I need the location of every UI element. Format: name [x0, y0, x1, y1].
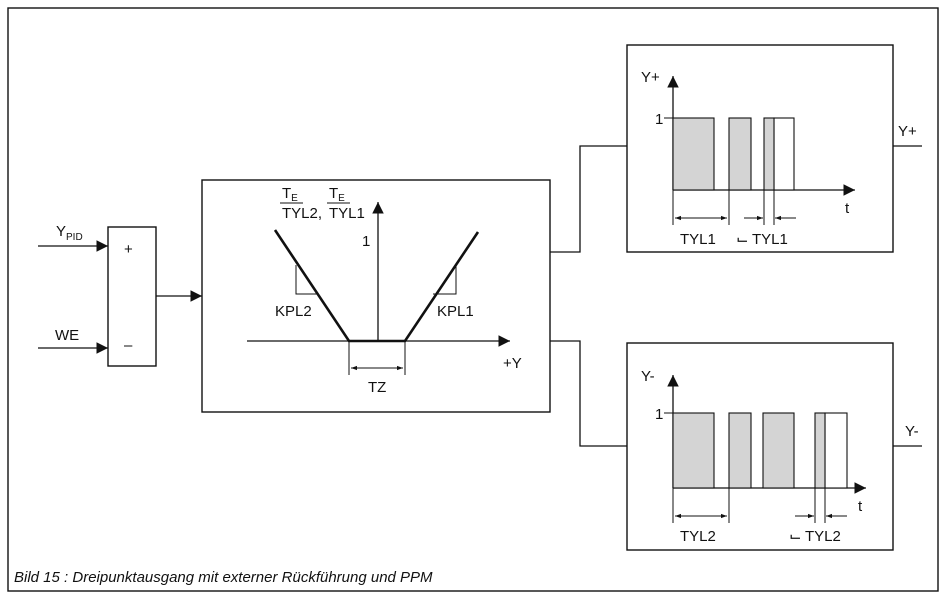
- characteristic-box: [201, 179, 551, 413]
- lower-pulse-4: [814, 412, 826, 489]
- lower-pulse-4-outline: [824, 412, 848, 489]
- connector-lower: [550, 340, 627, 447]
- lower-output-label: Y-: [905, 423, 919, 440]
- upper-min-mark: ⌙: [736, 231, 749, 248]
- upper-pulse-block: Y+ 1 t TYL1 ⌙ TYL1 Y+: [626, 44, 922, 253]
- characteristic-one-label: 1: [362, 233, 370, 250]
- lower-pulse-2: [728, 412, 752, 489]
- upper-y-axis-label: Y+: [641, 69, 660, 86]
- kpl1-slope-triangle: [433, 265, 457, 295]
- lower-box: [626, 342, 894, 551]
- we-label: WE: [55, 327, 79, 344]
- lower-one-label: 1: [655, 406, 663, 423]
- characteristic-x-axis-label: +Y: [503, 355, 522, 372]
- lower-t-label: t: [858, 498, 863, 515]
- upper-min-pulse-label: TYL1: [752, 231, 788, 248]
- upper-output-label: Y+: [898, 123, 917, 140]
- tz-label: TZ: [368, 379, 386, 396]
- lower-y-axis-label: Y-: [641, 368, 655, 385]
- connector-upper: [550, 145, 627, 253]
- outer-frame: [7, 7, 939, 592]
- upper-box: [626, 44, 894, 253]
- upper-pulse-1: [672, 117, 715, 191]
- kpl2-slope-triangle: [295, 265, 319, 295]
- upper-pulse-3-outline: [773, 117, 795, 191]
- tyl-right-label: TYL1: [329, 205, 365, 222]
- summing-junction: + –: [107, 226, 157, 367]
- upper-one-label: 1: [655, 111, 663, 128]
- characteristic-block: TZ KPL2 KPL1 1 TE TYL2, TE TYL1 +Y: [201, 179, 551, 413]
- te-right-label: TE: [329, 185, 345, 204]
- ypid-label: YPID: [56, 223, 83, 243]
- kpl1-label: KPL1: [437, 303, 474, 320]
- lower-pulse-1: [672, 412, 715, 489]
- upper-pulse-2: [728, 117, 752, 191]
- summer-plus: +: [124, 241, 133, 258]
- input-ypid: YPID: [38, 223, 108, 252]
- tyl-left-label: TYL2,: [282, 205, 322, 222]
- summer-minus: –: [124, 337, 133, 354]
- kpl2-label: KPL2: [275, 303, 312, 320]
- characteristic-curve: [273, 229, 480, 343]
- figure-caption: Bild 15 : Dreipunktausgang mit externer …: [14, 569, 433, 586]
- input-we: WE: [38, 327, 108, 354]
- lower-min-mark: ⌙: [789, 528, 802, 545]
- upper-pulse-3: [763, 117, 775, 191]
- te-left-label: TE: [282, 185, 298, 204]
- upper-period-label: TYL1: [680, 231, 716, 248]
- lower-pulse-block: Y- 1 t TYL2 ⌙ TYL2 Y-: [626, 342, 922, 551]
- lower-pulse-3: [762, 412, 795, 489]
- lower-period-label: TYL2: [680, 528, 716, 545]
- lower-min-pulse-label: TYL2: [805, 528, 841, 545]
- upper-t-label: t: [845, 200, 850, 217]
